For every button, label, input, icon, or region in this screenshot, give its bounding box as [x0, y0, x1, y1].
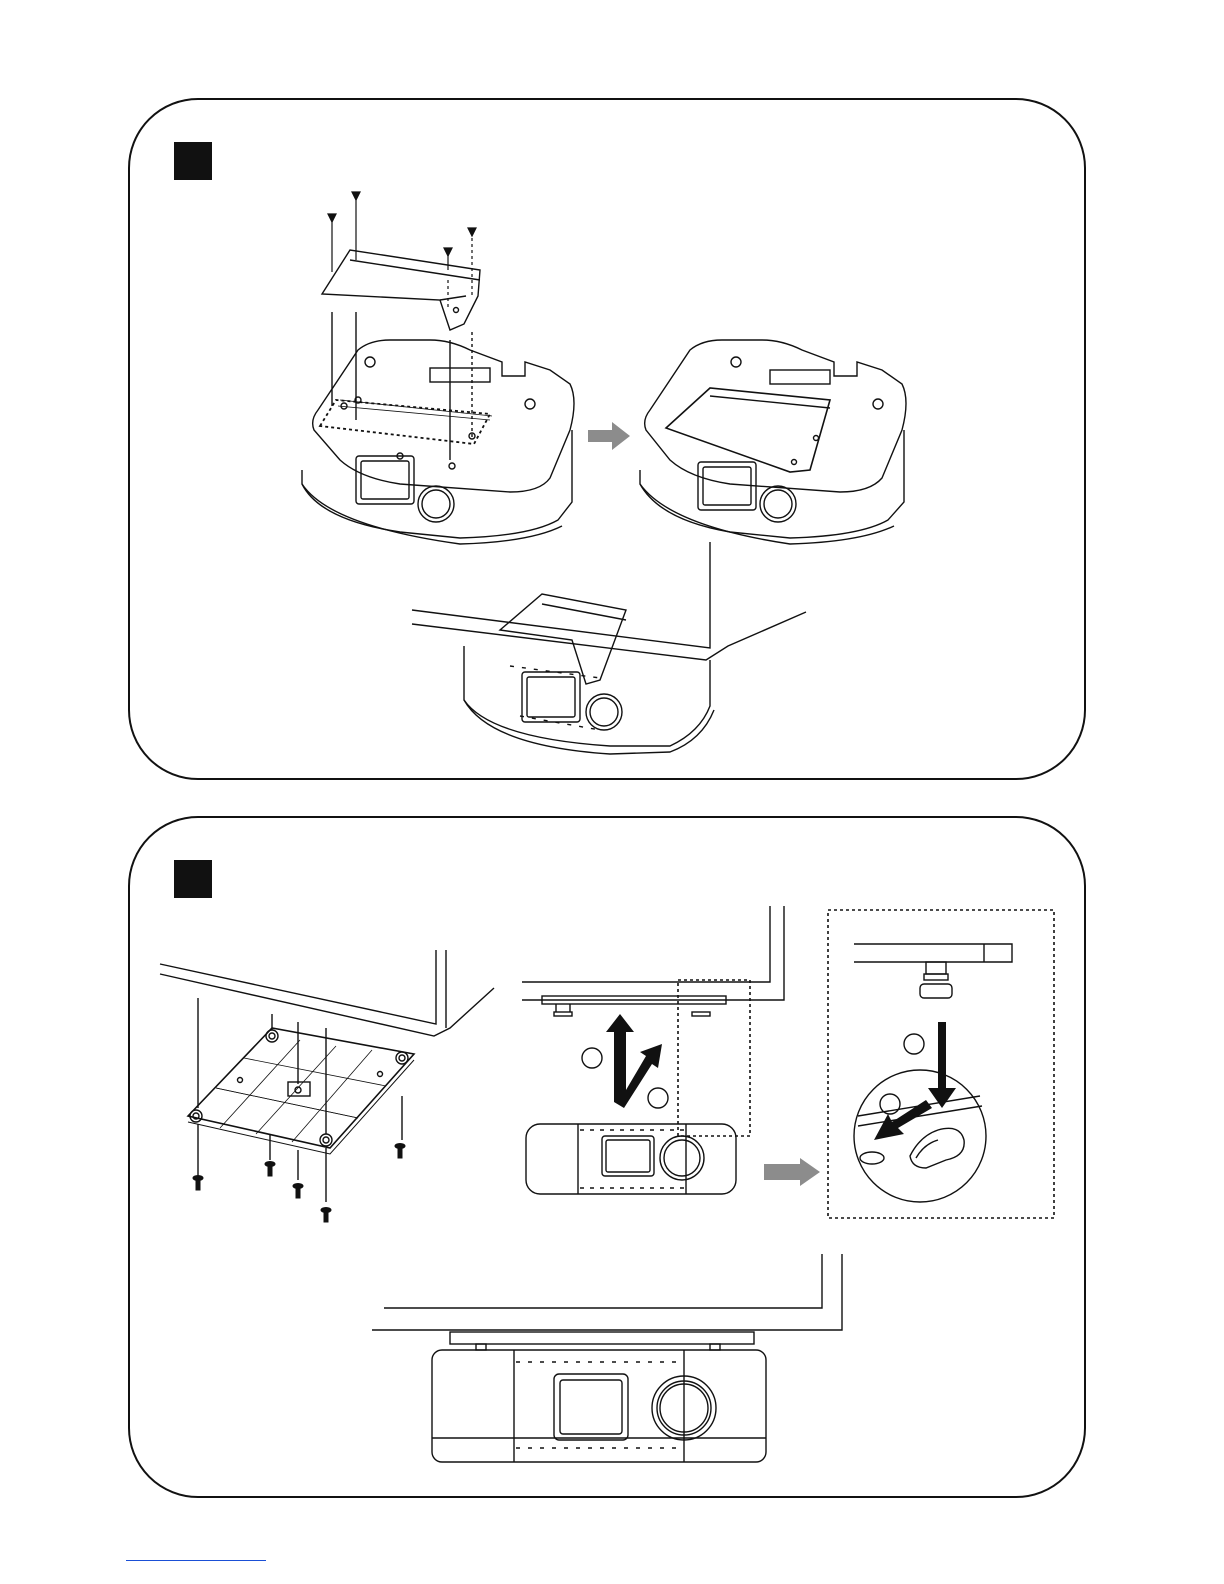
- plate-install-diagram: [130, 818, 1084, 1496]
- arrow-right-icon: [588, 422, 630, 450]
- radio-bracket-attached: [640, 340, 906, 544]
- radio-mounted-final: [372, 1254, 842, 1462]
- radio-under-cabinet-view: [412, 542, 806, 754]
- radio-exploded-view: [302, 192, 574, 544]
- side-view-hang-motion: [522, 906, 784, 1194]
- instruction-panel-2: [128, 816, 1086, 1498]
- mounting-plate-exploded: [160, 950, 494, 1222]
- footer-rule: [126, 1560, 266, 1561]
- bracket-install-diagram: [130, 100, 1084, 778]
- arrow-right-icon: [764, 1158, 820, 1186]
- detail-zoom-box: [828, 910, 1054, 1218]
- up-diagonal-arrow-icon: [606, 1014, 662, 1108]
- instruction-panel-1: [128, 98, 1086, 780]
- diagonal-arrow-icon: [874, 1100, 932, 1140]
- down-arrow-icon: [928, 1022, 956, 1108]
